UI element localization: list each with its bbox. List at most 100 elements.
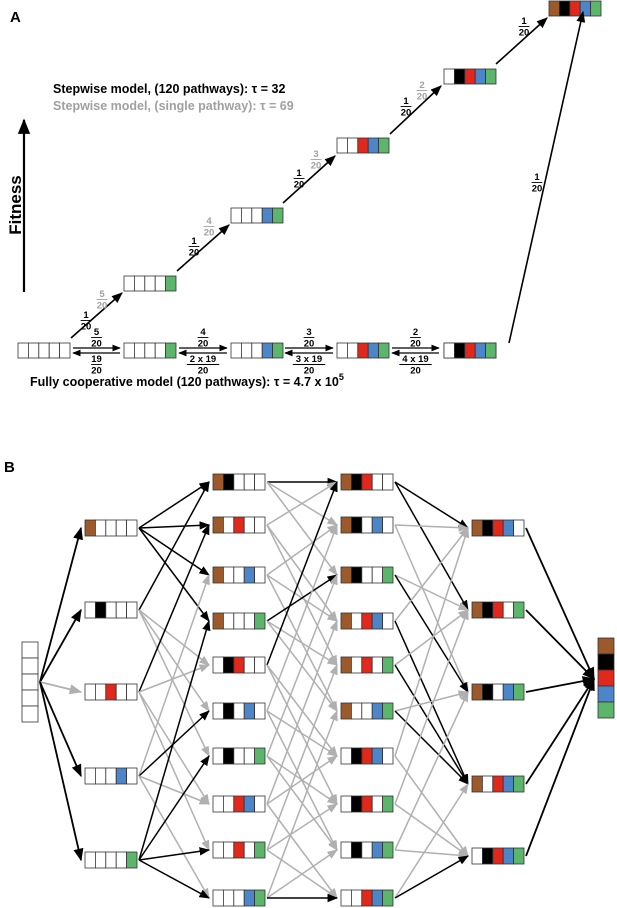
fitness-axis-label: Fitness [6,175,25,235]
edge-l2l3-8-7 [266,803,338,851]
cooperative-exponent: 5 [339,372,344,382]
edge-l1l2-4-6 [138,755,210,861]
cell-empty [38,342,50,359]
cell-empty [361,702,373,720]
panel-b-label: B [4,459,15,476]
level3-state-8 [340,841,394,859]
cell-empty [382,516,394,534]
edge-l2l3-4-0 [266,481,338,666]
cell-blue [371,612,384,630]
coop-state-1 [123,342,177,359]
cell-green [513,847,525,865]
edge-l3l4-6-0 [394,527,470,757]
cell-green [513,601,525,619]
cell-green [254,841,266,859]
cell-green [165,342,177,359]
cell-green [254,889,266,907]
cell-brown [340,612,352,630]
stair-rate-gray-3: 220 [416,80,428,103]
cell-blue [243,566,255,584]
cell-empty [17,342,29,359]
edge-l3l4-0-0 [394,481,469,529]
fraction-numerator: 4 x 19 [402,354,428,365]
cell-red [233,795,245,813]
cell-empty [350,656,363,674]
edge-l3l4-4-1 [394,609,469,666]
stepwise-120-label: Stepwise model, (120 pathways): τ = 32 [53,82,285,96]
edge-l3l4-2-1 [394,574,469,611]
cell-red [464,342,476,359]
cell-red [361,473,373,491]
cell-green [165,275,177,292]
level1-state-1 [84,601,138,619]
cell-empty [233,473,245,491]
start-to-l1-arrow-4 [39,681,84,862]
cell-empty [240,207,253,224]
cell-empty [340,889,352,907]
fraction-numerator: 3 [306,327,311,338]
cell-empty [233,702,245,720]
stair-arrow-3 [389,85,442,135]
edge-l1l2-0-2 [138,527,210,576]
edge-l2l3-7-9 [266,803,338,899]
cell-red [361,747,373,765]
edge-l3l4-8-2 [394,691,469,851]
edge-l3l4-7-1 [394,609,469,805]
cell-blue [579,0,592,17]
cell-empty [251,342,263,359]
cell-blue [371,702,384,720]
cell-blue [367,137,380,154]
edge-l1l2-0-3 [138,527,210,622]
level2-state-6 [212,747,266,765]
edge-l1l2-4-9 [138,859,210,899]
cell-black [481,601,494,619]
cell-green [382,656,394,674]
edge-l2l3-6-2 [266,574,338,757]
cell-red [361,795,373,813]
level3-state-6 [340,747,394,765]
edge-l3l4-9-3 [394,783,469,899]
cell-empty [84,767,96,785]
edge-l2l3-3-2 [266,574,338,622]
cell-blue [243,795,255,813]
cell-empty [84,683,96,701]
cell-empty [222,516,235,534]
cell-empty [371,473,384,491]
cell-black [350,747,363,765]
level4-state-1 [471,601,525,619]
edge-l2l3-5-6 [266,710,338,757]
fraction-numerator: 1 [534,172,540,183]
stair-arrow-1 [176,224,230,272]
cell-red [361,656,373,674]
edge-l1l2-1-0 [138,481,210,611]
cell-empty [382,612,394,630]
cell-empty [254,702,266,720]
edge-l3l4-5-2 [394,690,470,712]
cell-empty [144,275,156,292]
cell-black [453,68,466,85]
cell-brown [340,473,352,491]
level1-state-0 [84,519,138,537]
cell-empty [254,795,266,813]
cell-empty [361,566,373,584]
cell-red [361,889,373,907]
cell-empty [243,747,255,765]
cell-empty [21,657,39,675]
cell-empty [240,342,253,359]
stair-arrow-4 [495,17,548,65]
cell-green [382,841,394,859]
level4-state-4 [471,847,525,865]
cell-empty [350,889,363,907]
cell-brown [212,516,224,534]
edge-l3l4-7-4 [394,803,469,857]
cell-empty [154,275,166,292]
coop-forward-rate-2: 320 [303,327,315,350]
cell-blue [597,685,615,703]
cell-black [95,601,107,619]
cell-brown [471,519,483,537]
cell-black [597,653,615,671]
stair-state-5 [548,0,602,17]
cell-empty [84,851,96,869]
cell-empty [21,705,39,723]
